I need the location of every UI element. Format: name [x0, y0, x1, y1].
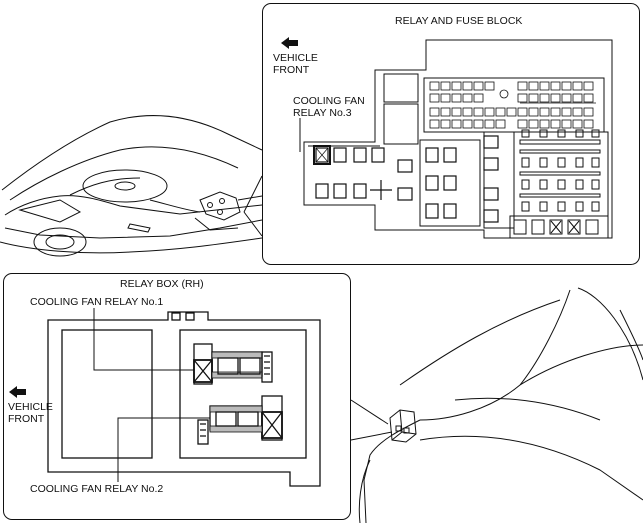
vehicle-front-top-line2: FRONT [273, 64, 310, 76]
cooling-fan-relay-3 [313, 145, 331, 165]
callout-wedge-bottom [350, 399, 393, 441]
relay-grid-left [315, 135, 499, 223]
callout-wedge-top [243, 175, 263, 237]
fuse-row [429, 93, 594, 103]
fuse-row [429, 107, 594, 117]
relay-1-leader [93, 308, 194, 371]
front-arrow-bottom-icon [9, 386, 26, 398]
relay-box-rh-panel [3, 273, 351, 520]
cooling-fan-relay-3-label-line1: COOLING FAN [293, 95, 365, 107]
relay-box-outline [47, 311, 321, 487]
relay-fuse-block-title: RELAY AND FUSE BLOCK [395, 15, 523, 27]
block-outline [303, 39, 613, 239]
fuse-row [429, 119, 594, 129]
relay-fuse-block-panel [262, 3, 640, 265]
hood-outline [1, 115, 263, 191]
relay-grid-right [513, 129, 601, 235]
cooling-fan-relay-1-label: COOLING FAN RELAY No.1 [30, 296, 164, 308]
fuse-row [429, 81, 594, 91]
vehicle-front-top-line1: VEHICLE [273, 52, 318, 64]
relay-box-rh-title: RELAY BOX (RH) [120, 278, 204, 290]
vehicle-front-bottom-line1: VEHICLE [8, 401, 53, 413]
cooling-fan-relay-2-label: COOLING FAN RELAY No.2 [30, 483, 164, 495]
front-arrow-icon [281, 37, 298, 49]
relay-3-marker [315, 147, 329, 163]
cooling-fan-relay-3-label-line2: RELAY No.3 [293, 107, 352, 119]
fuse-rows-upper [429, 81, 596, 129]
vehicle-front-bottom-line2: FRONT [8, 413, 45, 425]
engine-cover [82, 169, 168, 203]
fender-outline [577, 287, 643, 381]
relay-2-leader [117, 417, 210, 482]
headlamp [33, 227, 87, 257]
